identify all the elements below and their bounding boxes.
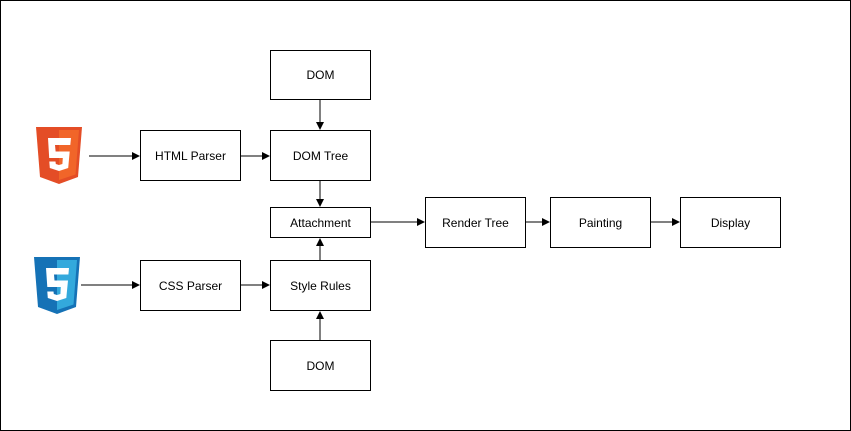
dom-top-node: DOM [270, 50, 371, 100]
render-tree-node: Render Tree [425, 197, 526, 248]
dom-bottom-node: DOM [270, 340, 371, 391]
css-parser-node: CSS Parser [140, 260, 241, 311]
display-node: Display [680, 197, 781, 248]
dom-tree-node: DOM Tree [270, 130, 371, 181]
css3-logo-icon [32, 257, 82, 315]
style-rules-node: Style Rules [270, 260, 371, 311]
painting-node: Painting [550, 197, 651, 248]
html5-logo-icon [34, 127, 84, 185]
attachment-node: Attachment [270, 207, 371, 238]
html-parser-node: HTML Parser [140, 130, 241, 181]
